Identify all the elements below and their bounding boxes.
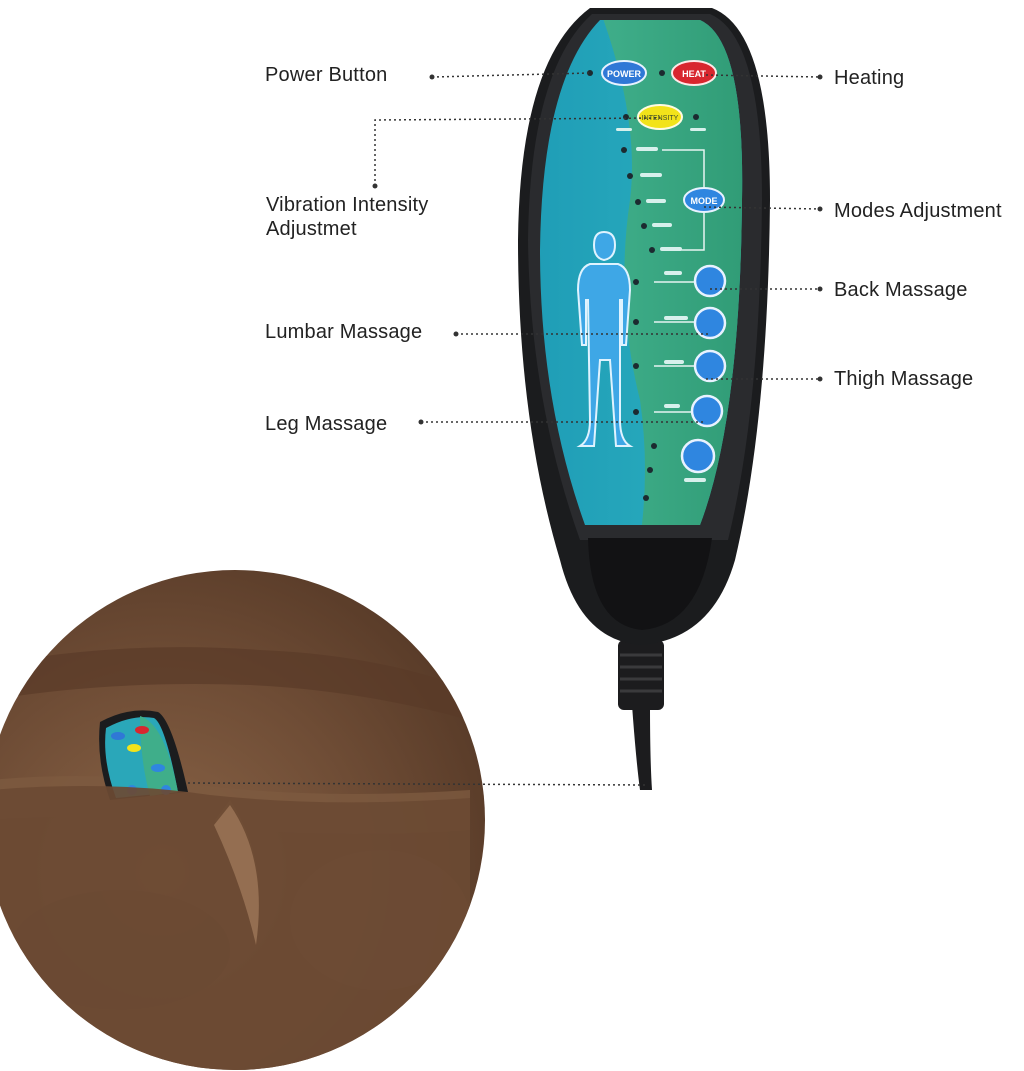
mode-bracket — [654, 149, 705, 413]
callout-back-massage: Back Massage — [834, 279, 968, 301]
remote-cable — [618, 640, 664, 790]
heat-button-label: HEAT — [682, 69, 706, 79]
callout-thigh-massage: Thigh Massage — [834, 368, 974, 390]
callout-vibration-line1: Vibration Intensity — [266, 194, 429, 216]
callout-vibration-line2: Adjustmet — [266, 218, 357, 240]
human-silhouette-icon — [576, 230, 634, 447]
remote-body — [518, 8, 770, 645]
small-remote-in-pocket — [99, 710, 188, 800]
leader-lines — [187, 72, 821, 786]
mode-button-label: MODE — [691, 196, 718, 206]
callout-lumbar-massage: Lumbar Massage — [265, 321, 423, 343]
callout-leg-massage: Leg Massage — [265, 413, 388, 435]
intensity-button-label: INTENSITY — [642, 115, 679, 122]
zone-buttons — [680, 264, 727, 474]
fabric-inset-circle — [0, 570, 485, 1070]
callout-power-button: Power Button — [265, 64, 388, 86]
leader-dots — [372, 74, 823, 425]
callout-heating: Heating — [834, 67, 905, 89]
tiny-panel-print — [616, 128, 706, 482]
heat-button-shape — [671, 60, 717, 86]
intensity-button-shape — [637, 104, 683, 130]
power-button-label: POWER — [607, 69, 642, 79]
power-button-shape — [601, 60, 647, 86]
callout-modes-adjustment: Modes Adjustment — [834, 200, 1002, 222]
